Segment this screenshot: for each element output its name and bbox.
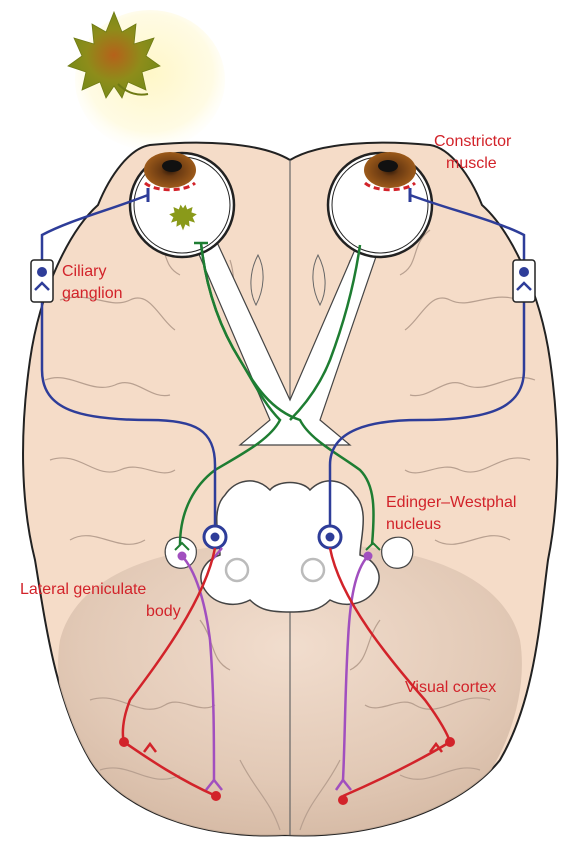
ew-nucleus-right bbox=[319, 526, 341, 548]
eye-left bbox=[130, 152, 234, 257]
cortex-node-1 bbox=[119, 737, 129, 747]
pretectal-node-right bbox=[364, 552, 373, 561]
eye-right bbox=[328, 152, 432, 257]
label-lgb-line1: Lateral geniculate bbox=[20, 581, 146, 598]
label-ew-line2: nucleus bbox=[386, 516, 441, 533]
ew-nucleus-left bbox=[204, 526, 226, 548]
pretectal-node-left bbox=[178, 552, 187, 561]
cortex-node-3 bbox=[445, 737, 455, 747]
ciliary-ganglion-left bbox=[31, 260, 53, 302]
label-ew-line1: Edinger–Westphal bbox=[386, 494, 516, 511]
label-ciliary-line2: ganglion bbox=[62, 285, 123, 302]
label-constrictor-line1: Constrictor bbox=[434, 133, 512, 150]
cortex-node-2 bbox=[211, 791, 221, 801]
lgn-right-shape bbox=[382, 537, 413, 568]
label-visual-cortex: Visual cortex bbox=[405, 679, 496, 696]
cortex-node-4 bbox=[338, 795, 348, 805]
label-ciliary-line1: Ciliary bbox=[62, 263, 106, 280]
ciliary-ganglion-right bbox=[513, 260, 535, 302]
label-lgb-line2: body bbox=[146, 603, 181, 620]
label-constrictor-line2: muscle bbox=[446, 155, 497, 172]
